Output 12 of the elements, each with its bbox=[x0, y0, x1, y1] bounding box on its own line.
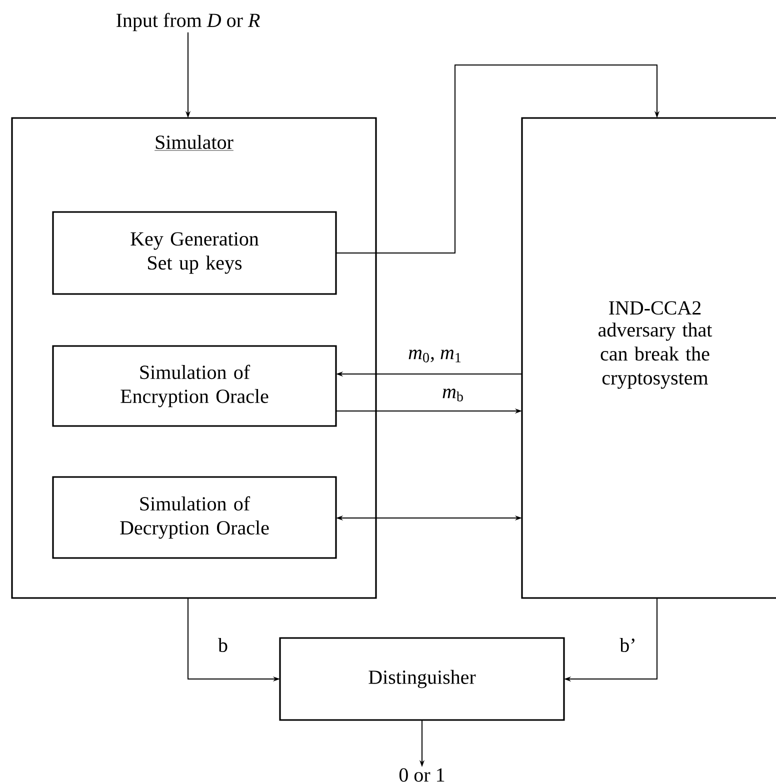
edge-label: m$_{0}$, m$_{1}$ bbox=[407, 348, 463, 364]
process-box: Simulation of Decryption Oracle bbox=[52, 476, 337, 559]
edge-label: b’ bbox=[618, 636, 638, 654]
process-box: Distinguisher bbox=[279, 637, 565, 721]
edge-label: m$_{b}$ bbox=[441, 388, 465, 402]
process-box: Simulation of Encryption Oracle bbox=[52, 345, 337, 427]
arrow bbox=[336, 64, 660, 254]
adversary-box: IND-CCA2 adversary that can break the cryptosystem bbox=[521, 117, 776, 599]
text-label: Input from D or R bbox=[116, 12, 260, 32]
edge-label: b bbox=[217, 636, 229, 654]
text-label: 0 or 1 bbox=[399, 768, 444, 782]
process-box: Key Generation Set up keys bbox=[52, 211, 337, 295]
